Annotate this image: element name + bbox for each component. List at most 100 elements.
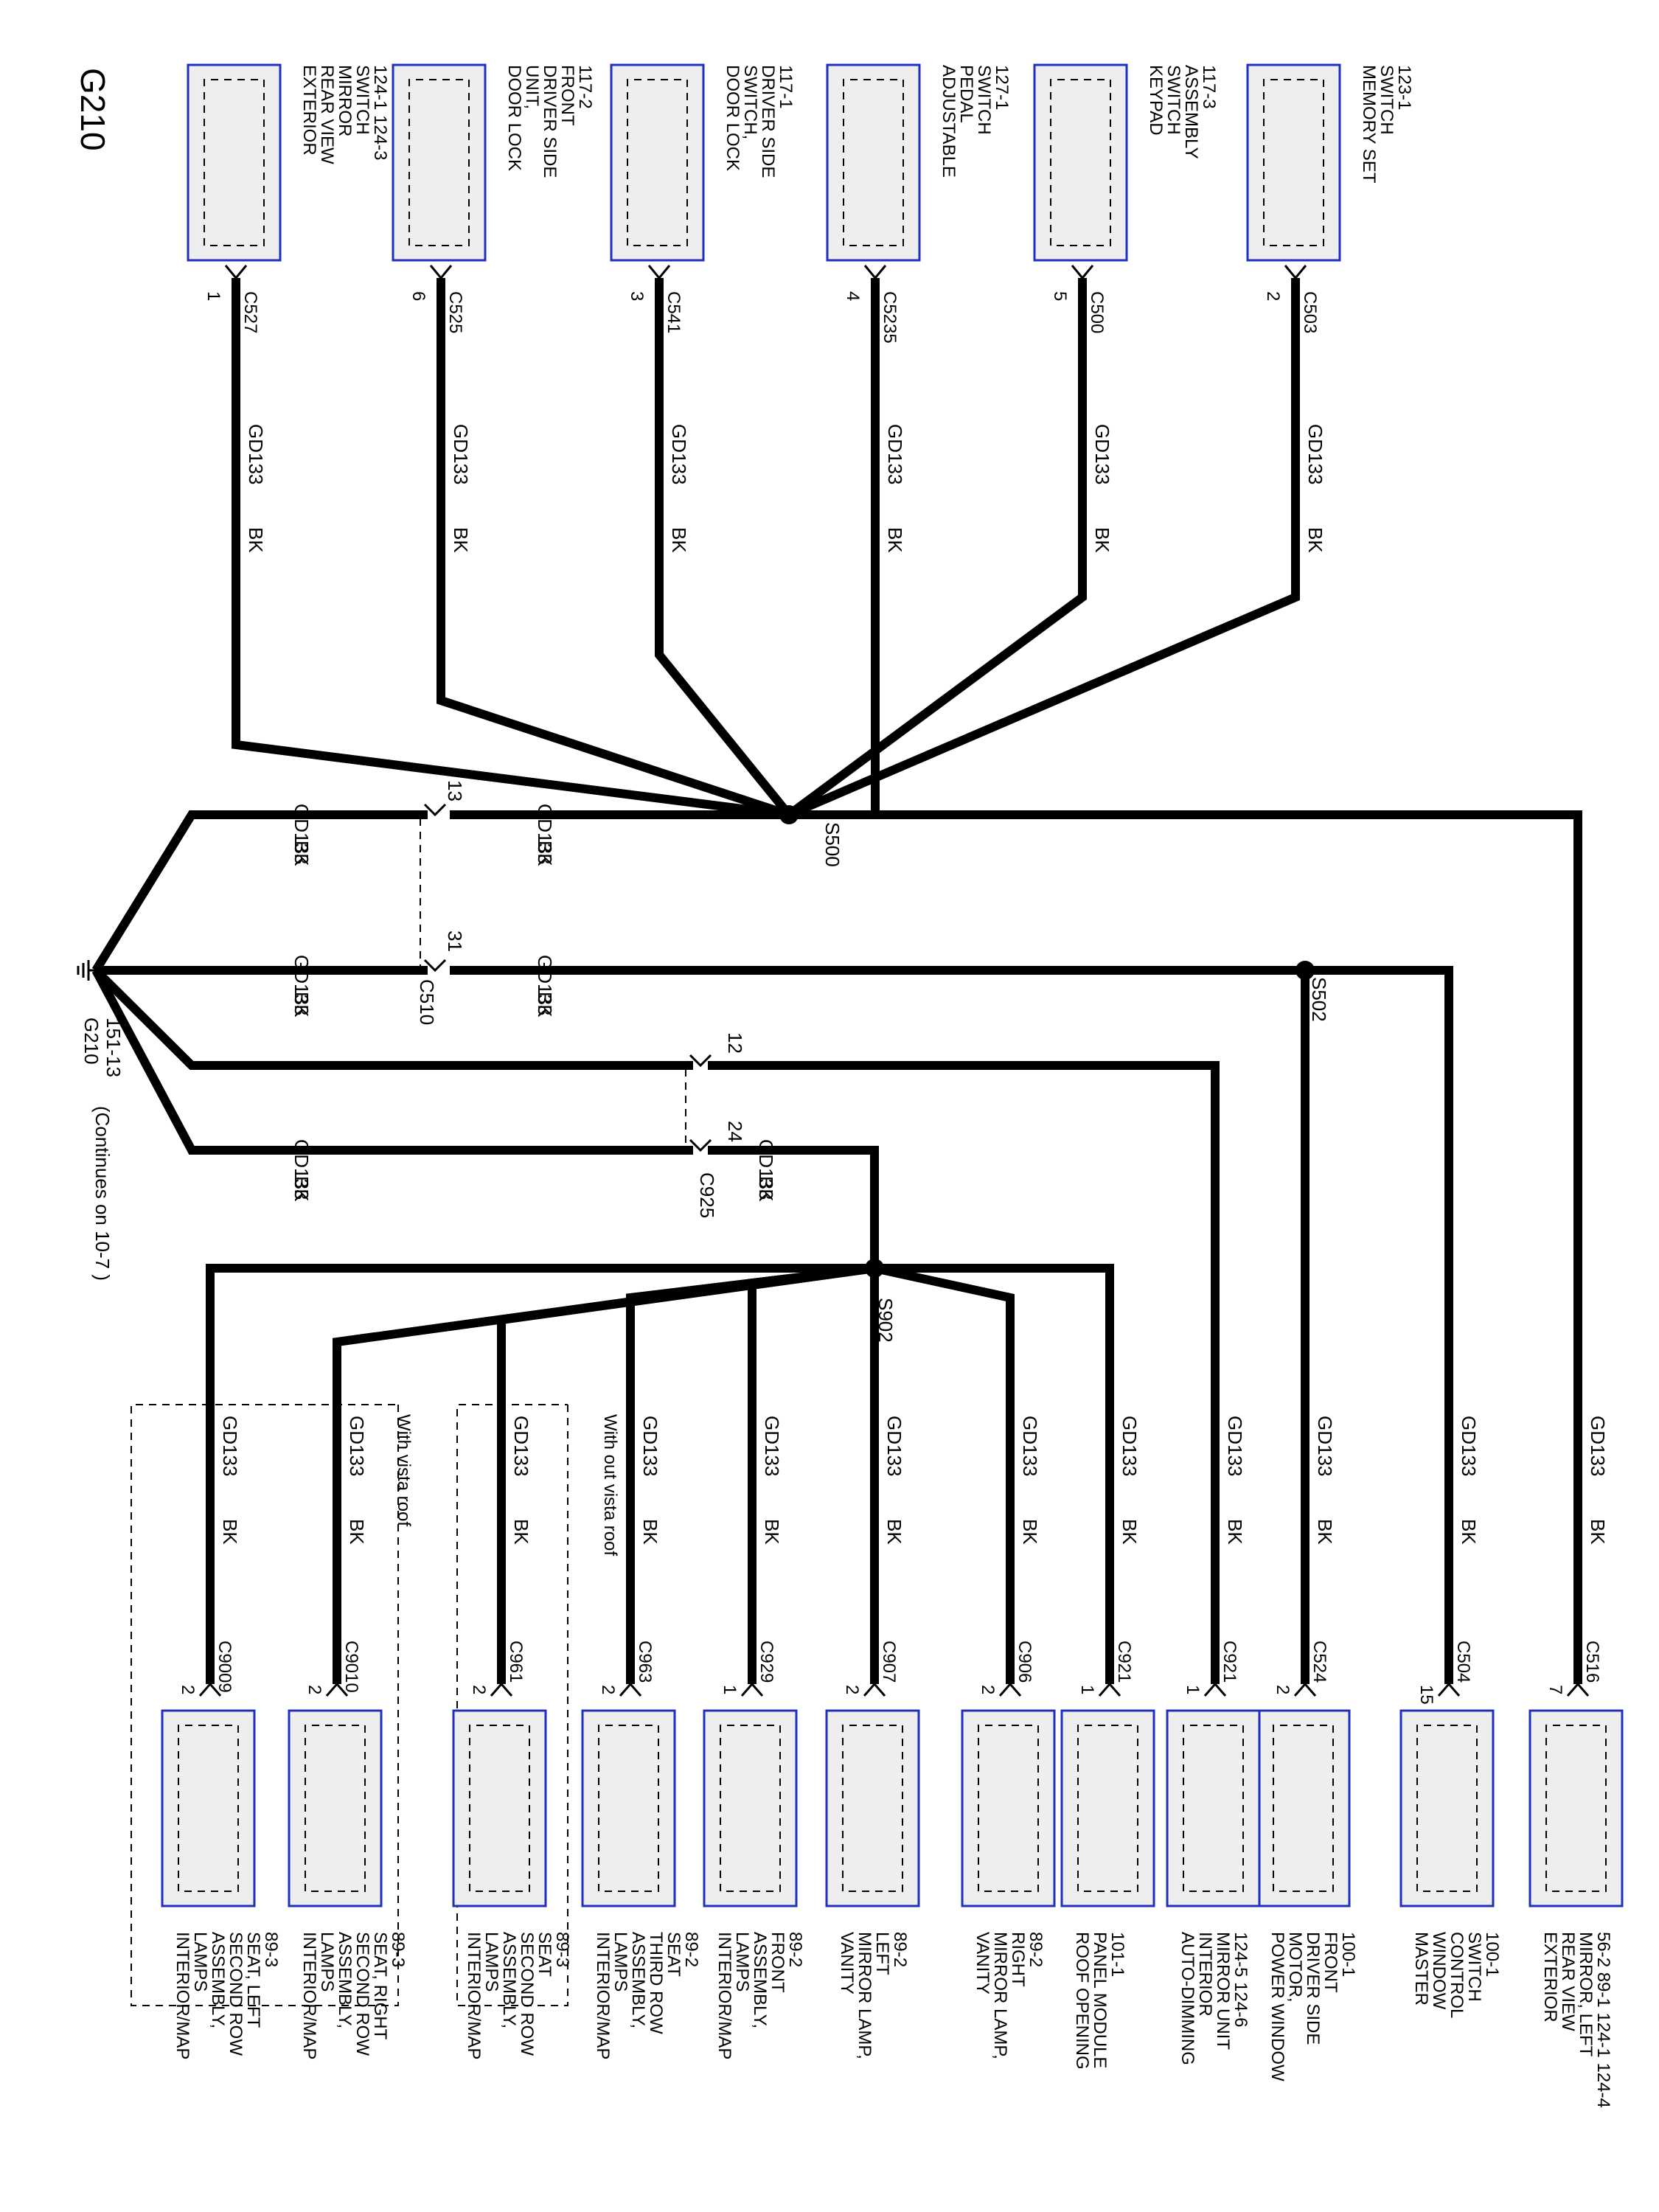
bottom-component-name-5: VANITY — [973, 1932, 992, 1994]
splice-s500-label: S500 — [821, 822, 844, 867]
trunk-wire-c925-24 — [91, 968, 693, 1155]
bottom-component-wire-1: GD133 — [1458, 1416, 1480, 1476]
bottom-component-box-1-inner — [1416, 1725, 1478, 1892]
bottom-component-name-6: LEFT — [872, 1932, 892, 1975]
bottom-component-name-10: INTERIOR/MAP — [299, 1932, 319, 2059]
trunk-c510-b-color-label: BK — [291, 992, 313, 1018]
splice-s902-label: S902 — [874, 1298, 897, 1343]
wire-c925-12-to-c921 — [708, 1061, 1220, 1497]
top-component-box-4 — [1033, 63, 1128, 262]
bottom-component-ref-3: 124-5 124-6 — [1231, 1932, 1251, 2027]
bottom-component-conn-7: C929 — [757, 1641, 776, 1683]
bottom-component-box-0 — [1528, 1709, 1624, 1907]
inline-connector-c510-label: C510 — [416, 979, 438, 1025]
trunk-c510-a-wire-right: GD133 — [534, 804, 556, 864]
bottom-component-conn-0: C516 — [1582, 1641, 1602, 1683]
bottom-component-conn-3: C921 — [1220, 1641, 1239, 1683]
top-component-ref-5: 123-1 — [1394, 65, 1414, 110]
bottom-component-name-8: ASSEMBLY, — [628, 1932, 648, 2028]
bottom-component-name-11: SEAT, LEFT — [243, 1932, 263, 2028]
top-pin-arrow-2 — [647, 265, 671, 280]
bottom-component-ref-6: 89-2 — [890, 1932, 910, 1967]
trunk-c510-b-wire-right: GD133 — [534, 955, 556, 1015]
wire-s902-to-c9009 — [206, 1264, 874, 1497]
top-component-name-4: SWITCH — [1164, 65, 1183, 135]
top-component-wire-3: GD133 — [884, 424, 906, 484]
bottom-component-name-7: FRONT — [768, 1932, 787, 1993]
top-component-name-0: REAR VIEW — [317, 65, 337, 164]
trunk-c925-color-right: BK — [755, 1176, 777, 1202]
bottom-component-name-8: INTERIOR/MAP — [593, 1932, 613, 2059]
top-component-conn-1: C525 — [445, 291, 465, 333]
bottom-component-color-5: BK — [1019, 1519, 1041, 1545]
trunk-c510-a-color-right: BK — [534, 841, 556, 866]
bottom-component-wire-4: GD133 — [1119, 1416, 1141, 1476]
top-component-pin-2: 3 — [627, 291, 647, 301]
top-component-pin-0: 1 — [204, 291, 223, 301]
top-component-wire-5: GD133 — [1304, 424, 1326, 484]
bottom-component-pin-0: 7 — [1545, 1685, 1565, 1694]
bottom-component-color-10: BK — [346, 1519, 368, 1545]
bottom-component-name-1: CONTROL — [1447, 1932, 1467, 2018]
top-component-name-1: DRIVER SIDE — [540, 65, 560, 178]
wire-top-4 — [786, 278, 1087, 818]
bottom-component-pin-1: 15 — [1416, 1685, 1436, 1705]
bottom-component-ref-1: 100-1 — [1482, 1932, 1502, 1977]
bottom-component-box-2-inner — [1273, 1725, 1334, 1892]
trunk-wire-c925-12 — [92, 967, 693, 1070]
bottom-component-name-9: SECOND ROW — [517, 1932, 537, 2056]
bottom-component-name-2: FRONT — [1321, 1932, 1340, 1993]
splice-s902-dot — [865, 1259, 884, 1278]
bottom-component-box-3-inner — [1183, 1725, 1244, 1892]
inline-connector-c510-pin-b: 31 — [444, 931, 466, 952]
wire-s902-to-c9010 — [333, 1264, 875, 1497]
top-component-name-3: PEDAL — [956, 65, 976, 123]
bottom-component-box-7 — [703, 1709, 798, 1907]
bottom-component-name-9: INTERIOR/MAP — [464, 1932, 484, 2059]
trunk-c510-a-wire-label: GD133 — [291, 804, 313, 864]
bottom-component-ref-5: 89-2 — [1026, 1932, 1046, 1967]
top-component-box-1-inner — [408, 79, 470, 246]
bottom-component-box-5-inner — [978, 1725, 1039, 1892]
bottom-component-name-3: MIRROR UNIT — [1213, 1932, 1233, 2050]
bottom-component-name-0: EXTERIOR — [1540, 1932, 1560, 2023]
top-component-box-2-inner — [627, 79, 688, 246]
top-component-box-4-inner — [1050, 79, 1111, 246]
bottom-component-conn-8: C963 — [635, 1641, 655, 1683]
bottom-component-color-3: BK — [1224, 1519, 1246, 1545]
top-component-wire-1: GD133 — [450, 424, 472, 484]
bottom-component-name-1: MASTER — [1411, 1932, 1431, 2006]
splice-s502-label: S502 — [1308, 977, 1330, 1022]
bottom-component-ref-4: 101-1 — [1107, 1932, 1127, 1977]
bottom-component-name-0: REAR VIEW — [1558, 1932, 1578, 2031]
trunk-c925-wire-right: GD133 — [755, 1139, 777, 1200]
bottom-component-wire-11: GD133 — [219, 1416, 241, 1476]
top-component-name-3: ADJUSTABLE — [939, 65, 959, 178]
wire-s500-to-c516 — [789, 810, 1582, 1497]
top-component-name-2: DOOR LOCK — [723, 65, 742, 171]
bottom-component-wire-9: GD133 — [510, 1416, 532, 1476]
top-component-name-4: KEYPAD — [1146, 65, 1166, 136]
bottom-component-box-4 — [1060, 1709, 1155, 1907]
bottom-component-pin-5: 2 — [978, 1685, 998, 1694]
inline-connector-c510-13-arrow — [423, 803, 447, 817]
bottom-component-name-10: SEAT, RIGHT — [370, 1932, 390, 2040]
top-component-box-0 — [187, 63, 282, 262]
bottom-component-box-6-inner — [842, 1725, 903, 1892]
bottom-component-box-8-inner — [598, 1725, 659, 1892]
top-pin-arrow-3 — [863, 265, 887, 280]
trunk-c510-b-color-right: BK — [534, 992, 556, 1018]
bottom-component-name-8: SEAT — [664, 1932, 684, 1977]
diagram-title: G210 — [74, 68, 112, 151]
bottom-component-box-2 — [1256, 1709, 1351, 1907]
option-box-without-vista — [456, 1404, 568, 2006]
top-component-name-2: SWITCH, — [740, 65, 760, 139]
bottom-component-conn-2: C524 — [1310, 1641, 1329, 1683]
top-component-name-0: MIRROR — [335, 65, 355, 136]
bottom-component-ref-8: 89-2 — [681, 1932, 701, 1967]
bottom-component-name-1: SWITCH — [1464, 1932, 1484, 2002]
top-component-box-5-inner — [1263, 79, 1324, 246]
option-without-vista-roof: With out vista roof — [600, 1414, 620, 1556]
top-pin-arrow-5 — [1284, 265, 1307, 280]
trunk-c510-b-wire-label: GD133 — [291, 955, 313, 1015]
